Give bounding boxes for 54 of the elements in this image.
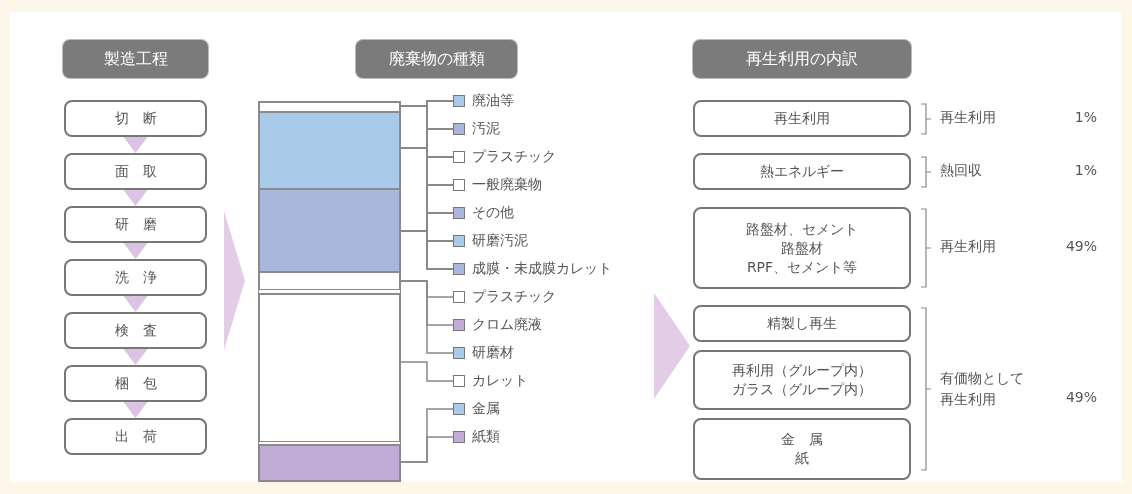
- waste-type-label: クロム廃液: [472, 316, 542, 334]
- category-label: 熱回収: [940, 162, 982, 180]
- recycling-box: 路盤材、セメント 路盤材 RPF、セメント等: [693, 207, 911, 289]
- bar-segment: [258, 111, 401, 190]
- process-box: 切 断: [64, 100, 207, 137]
- waste-type-label: 汚泥: [472, 120, 500, 138]
- flow-arrow: [123, 243, 148, 259]
- percentage-label: 49%: [1065, 238, 1097, 254]
- category-label: 再生利用: [940, 109, 996, 127]
- section-header: 再生利用の内訳: [693, 40, 911, 78]
- leader-line: [400, 280, 454, 354]
- waste-type-label: 紙類: [472, 428, 500, 446]
- process-box: 出 荷: [64, 418, 207, 455]
- category-label: 有価物として再生利用: [940, 369, 1025, 409]
- flow-chevron: [654, 293, 690, 399]
- flow-chevron: [224, 211, 245, 350]
- process-box: 洗 浄: [64, 259, 207, 296]
- waste-type-label: 研磨汚泥: [472, 232, 528, 250]
- waste-type-label: 一般廃棄物: [472, 176, 542, 194]
- bar-segment: [258, 293, 401, 443]
- waste-type-label: 成膜・未成膜カレット: [472, 260, 612, 278]
- bar-segment: [258, 188, 401, 273]
- percentage-label: 1%: [1074, 109, 1097, 125]
- process-box: 梱 包: [64, 365, 207, 402]
- flow-arrow: [123, 296, 148, 312]
- percentage-label: 49%: [1065, 389, 1097, 405]
- process-box: 検 査: [64, 312, 207, 349]
- process-box: 面 取: [64, 153, 207, 190]
- waste-type-label: プラスチック: [472, 148, 556, 166]
- bar-segment: [258, 444, 401, 482]
- leader-line: [400, 230, 454, 270]
- flow-arrow: [123, 349, 148, 365]
- leader-line: [400, 361, 454, 382]
- waste-type-label: 廃油等: [472, 92, 514, 110]
- category-label: 再生利用: [940, 238, 996, 256]
- recycling-box: 精製し再生: [693, 305, 911, 342]
- bar-segment: [258, 271, 401, 291]
- flow-arrow: [123, 402, 148, 418]
- recycling-box: 再利用（グループ内） ガラス（グループ内）: [693, 350, 911, 410]
- section-header: 製造工程: [63, 40, 208, 78]
- recycling-box: 金 属 紙: [693, 418, 911, 480]
- waste-type-label: その他: [472, 204, 514, 222]
- recycling-box: 再生利用: [693, 100, 911, 137]
- waste-type-label: 研磨材: [472, 344, 514, 362]
- recycling-box: 熱エネルギー: [693, 153, 911, 190]
- waste-type-label: プラスチック: [472, 288, 556, 306]
- flow-arrow: [123, 190, 148, 206]
- section-header: 廃棄物の種類: [356, 40, 517, 78]
- flow-arrow: [123, 137, 148, 153]
- waste-type-label: カレット: [472, 372, 528, 390]
- percentage-label: 1%: [1074, 162, 1097, 178]
- process-box: 研 磨: [64, 206, 207, 243]
- waste-type-label: 金属: [472, 400, 500, 418]
- leader-line: [400, 436, 454, 463]
